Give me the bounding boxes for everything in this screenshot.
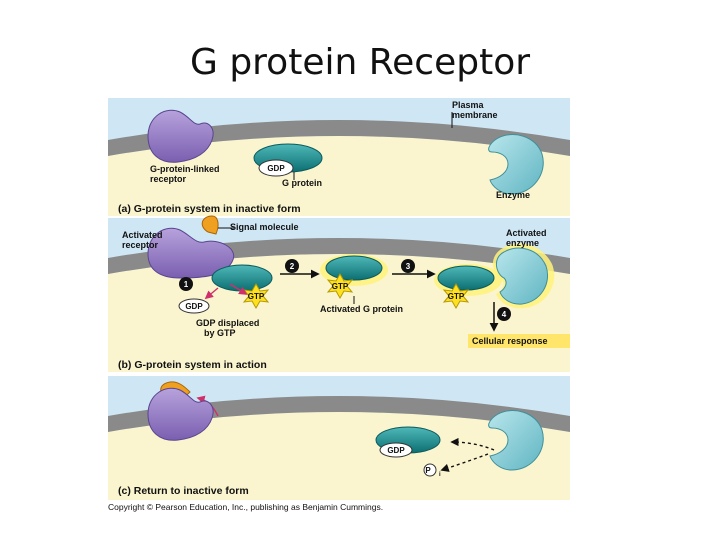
gdp-exit-arrow (204, 287, 219, 300)
gtp-entry-arrow (229, 283, 248, 295)
panel-b-caption: (b) G-protein system in action (118, 359, 267, 371)
enzyme-inactive (488, 410, 544, 471)
receptor-label-1: G-protein-linked (150, 164, 220, 174)
signal-molecule-label: Signal molecule (230, 222, 299, 232)
g-protein-at-enzyme (437, 265, 495, 291)
panel-c-membrane (108, 396, 570, 432)
activated-enzyme (496, 247, 548, 305)
activated-enzyme-label-1: Activated (506, 228, 547, 238)
step-3-label: 3 (406, 262, 411, 271)
signal-molecule-bound (201, 215, 219, 235)
gdp-oval (258, 159, 294, 177)
gdp-displaced-label-2: by GTP (204, 328, 236, 338)
phosphate-subscript: i (439, 472, 441, 478)
activated-receptor (147, 227, 235, 279)
gdp-rebound-label: GDP (387, 446, 405, 455)
gtp-bound-label: GTP (332, 282, 349, 291)
cellular-response-label: Cellular response (472, 336, 548, 346)
panel-c-caption: (c) Return to inactive form (118, 485, 249, 497)
gdp-displaced-label-1: GDP displaced (196, 318, 259, 328)
enzyme (488, 134, 544, 195)
cellular-response-box (468, 334, 570, 348)
receptor-inactive (147, 387, 214, 441)
activated-g-protein-label: Activated G protein (320, 304, 403, 314)
g-protein-diagram: GDP Plasma membrane G-protein-linked rec… (108, 98, 570, 500)
phosphate-circle (423, 463, 437, 477)
plasma-membrane-label-1: Plasma (452, 100, 485, 110)
step-3-badge (401, 259, 415, 273)
receptor-label-2: receptor (150, 174, 187, 184)
gtp-star-at-enzyme (442, 282, 470, 310)
panel-c-cytoplasm (108, 412, 570, 500)
gdp-rebound-oval (379, 442, 413, 458)
panel-a-cytoplasm (108, 136, 570, 216)
activated-receptor-label-1: Activated (122, 230, 163, 240)
enzyme-label: Enzyme (496, 190, 530, 200)
g-protein-label: G protein (282, 178, 322, 188)
plasma-membrane-label-2: membrane (452, 110, 498, 120)
phosphate-label: P (425, 466, 431, 475)
activated-receptor-label-2: receptor (122, 240, 159, 250)
step-4-badge (497, 307, 511, 321)
gtp-entering-label: GTP (248, 292, 265, 301)
gdp-label: GDP (267, 164, 285, 173)
gtp-at-enzyme-label: GTP (448, 292, 465, 301)
panel-a: GDP Plasma membrane G-protein-linked rec… (108, 98, 570, 216)
panel-c: GDP P i (c) Return to inactive form (108, 376, 570, 500)
receptor (147, 109, 214, 163)
dashed-arrow-to-phosphate (440, 453, 489, 472)
panel-b: Signal molecule Activated receptor 1 GDP… (108, 215, 570, 372)
copyright-notice: Copyright © Pearson Education, Inc., pub… (108, 502, 384, 512)
gdp-released-oval (178, 298, 210, 314)
step-1-label: 1 (184, 280, 189, 289)
activated-g-protein (325, 255, 383, 281)
activated-enzyme-label-2: enzyme (506, 238, 539, 248)
panel-a-caption: (a) G-protein system in inactive form (118, 203, 301, 215)
g-protein-activating (211, 264, 273, 292)
step-4-label: 4 (502, 310, 507, 319)
slide-title: G protein Receptor (189, 42, 531, 83)
step-1-badge (179, 277, 193, 291)
step-2-label: 2 (290, 262, 295, 271)
gtp-star-bound (326, 272, 354, 300)
step-2-badge (285, 259, 299, 273)
panel-a-membrane (108, 120, 570, 156)
gdp-released-label: GDP (185, 302, 203, 311)
